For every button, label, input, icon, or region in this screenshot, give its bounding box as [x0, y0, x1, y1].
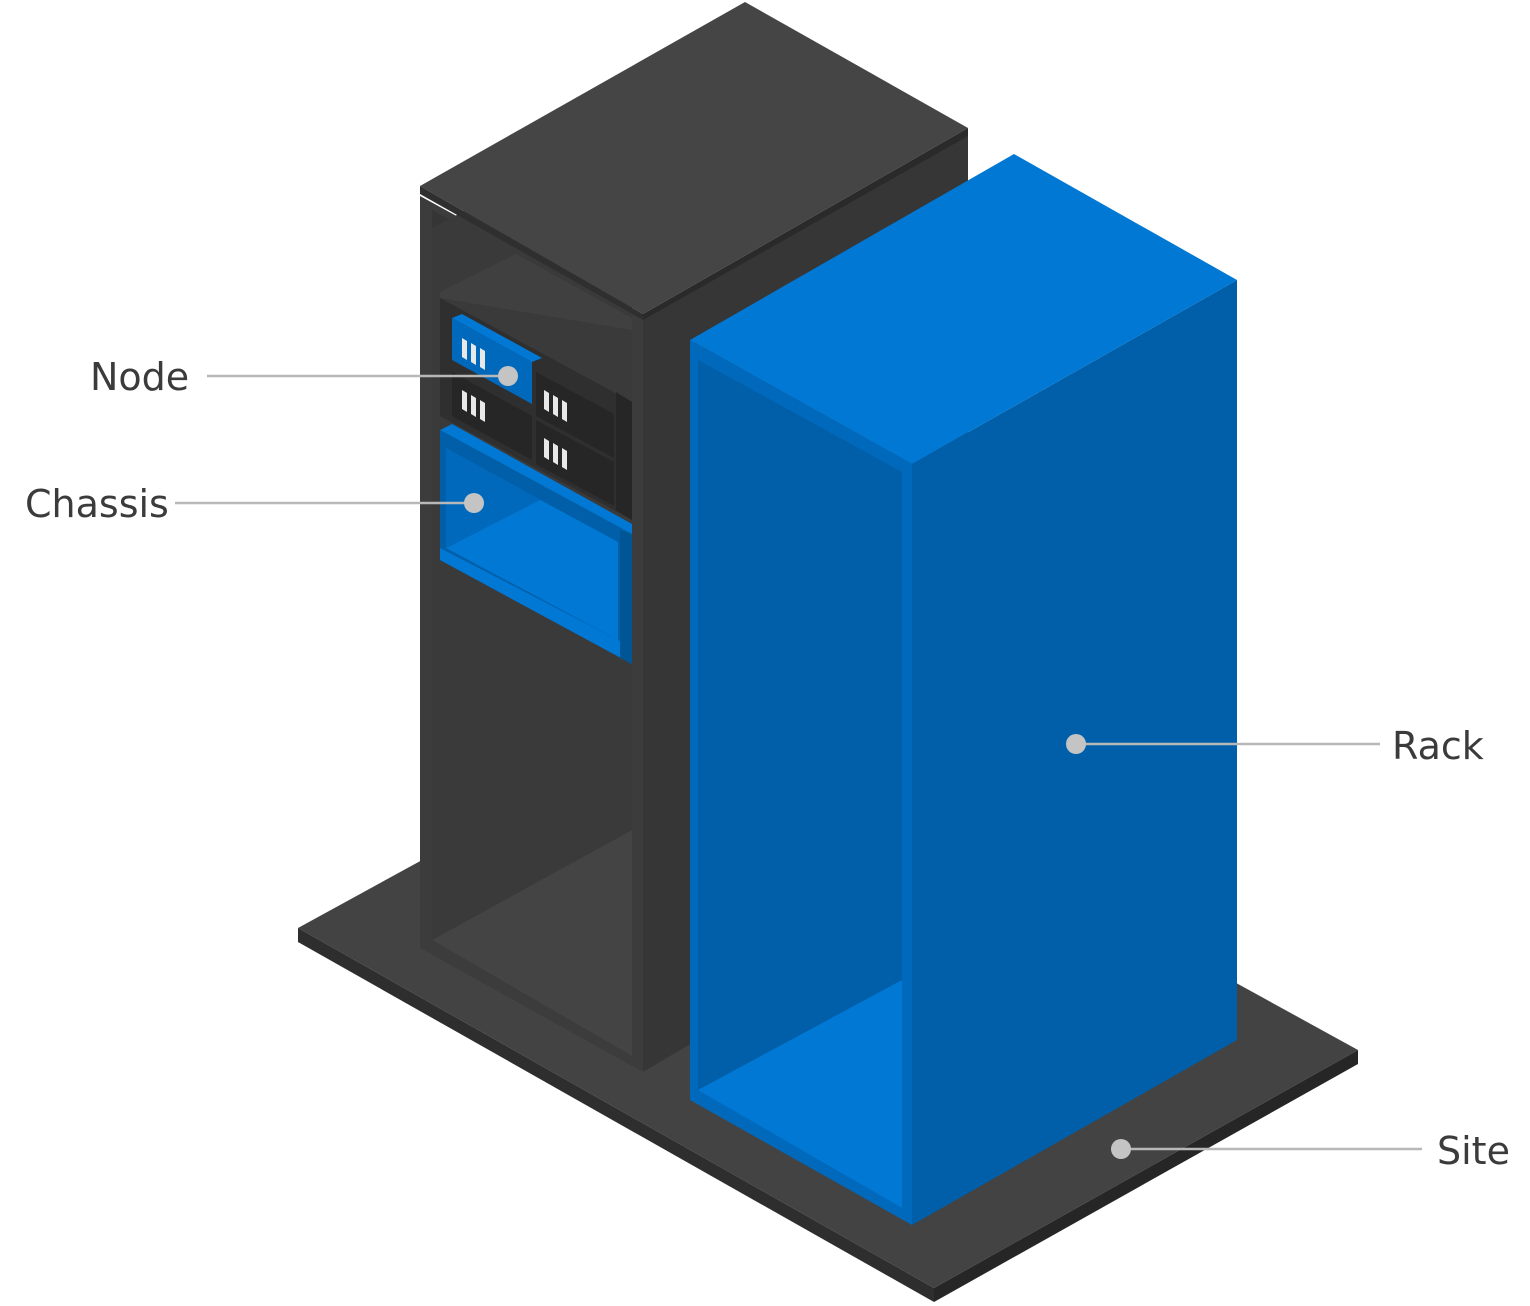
node-bay-2 — [452, 372, 532, 460]
blue-rack-top — [690, 154, 1237, 464]
node-vents — [462, 338, 567, 470]
blue-chassis-inner-floor — [446, 500, 618, 640]
node-bay-3 — [536, 372, 614, 458]
upper-chassis-top — [440, 254, 632, 330]
dark-rack-inner-floor — [432, 830, 632, 1056]
dark-rack-top-rim-right — [643, 128, 968, 320]
callout-chassis — [175, 493, 484, 513]
blue-rack-inner-floor — [698, 980, 902, 1208]
site-dot — [1111, 1139, 1131, 1159]
chassis-dot — [464, 493, 484, 513]
dark-rack-top-rim-left — [420, 186, 643, 320]
upper-chassis-right — [616, 392, 632, 520]
blue-chassis-front-lip — [440, 548, 632, 664]
site-label: Site — [1437, 1129, 1510, 1173]
callout-site — [1111, 1139, 1422, 1159]
blue-chassis-right — [620, 530, 632, 664]
site-slab-right-edge — [934, 1050, 1358, 1302]
node-bay-4 — [536, 420, 614, 506]
chassis-label: Chassis — [25, 482, 169, 526]
node-dot — [498, 366, 518, 386]
node-label: Node — [90, 355, 190, 399]
blue-chassis-inner-wall — [446, 456, 540, 548]
rack-label: Rack — [1392, 724, 1484, 768]
blue-chassis-top-rim — [440, 424, 632, 534]
blue-rack-inner-wall — [698, 360, 902, 1090]
callout-node — [207, 366, 518, 386]
rack-dot — [1066, 734, 1086, 754]
blue-chassis — [440, 424, 632, 664]
callout-rack — [1066, 734, 1380, 754]
blue-rack-top-rim — [690, 340, 912, 472]
site-slab-left-edge — [298, 928, 934, 1302]
dark-rack-top — [420, 2, 968, 314]
node-bay-highlighted-top — [452, 314, 542, 362]
blue-rack — [690, 154, 1237, 1225]
